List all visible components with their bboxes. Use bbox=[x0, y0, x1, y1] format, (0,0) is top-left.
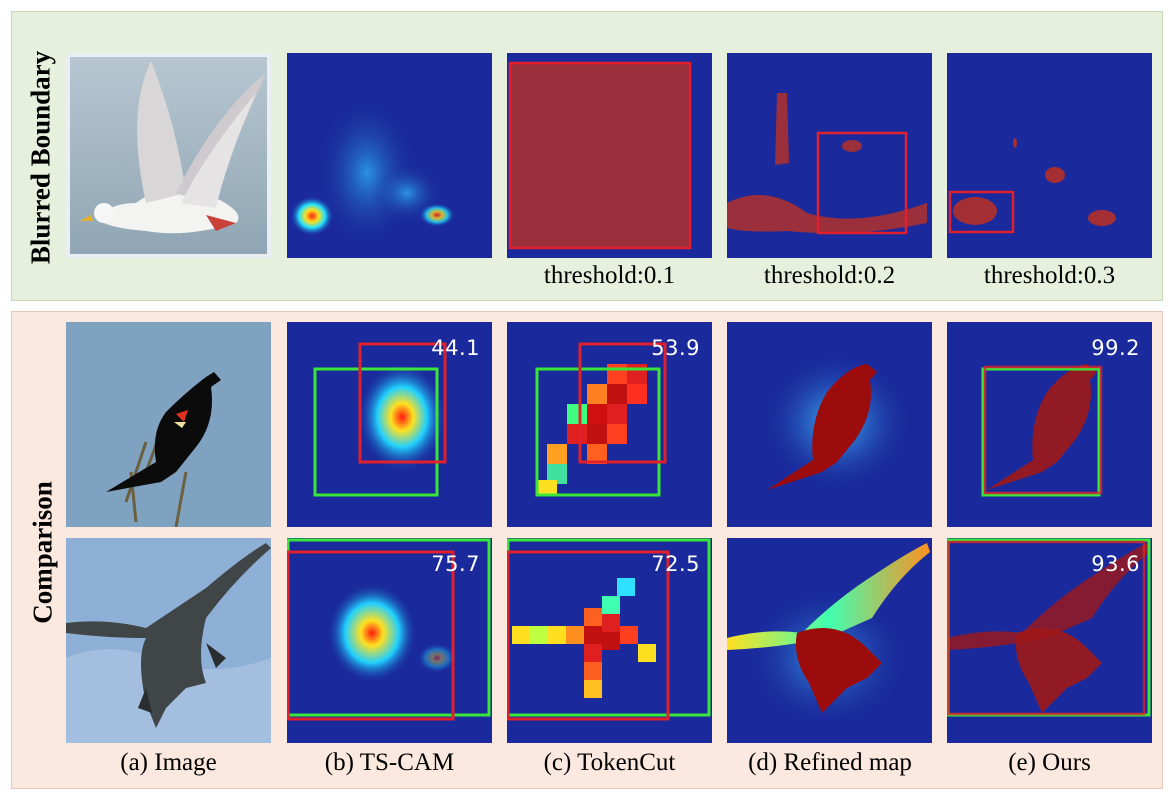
ts-cam-heatmap-top bbox=[287, 53, 492, 258]
blackbird-image bbox=[66, 322, 271, 527]
tokencut-map-row1: 53.9 bbox=[507, 322, 712, 527]
seagull-image bbox=[66, 53, 271, 258]
comparison-label: Comparison bbox=[27, 481, 58, 624]
caption-tokencut: (c) TokenCut bbox=[543, 749, 676, 776]
threshold-0-1-map bbox=[507, 53, 712, 258]
blurred-boundary-label: Blurred Boundary bbox=[25, 50, 56, 265]
score-ours-row1: 99.2 bbox=[1091, 336, 1140, 360]
refined-map-row2 bbox=[727, 538, 932, 743]
caption-ts-cam: (b) TS-CAM bbox=[324, 749, 455, 776]
score-ours-row2: 93.6 bbox=[1091, 552, 1140, 576]
threshold-0-3-map bbox=[947, 53, 1152, 258]
score-tokencut-row1: 53.9 bbox=[651, 336, 700, 360]
albatross-image bbox=[66, 538, 271, 743]
threshold-caption-1: threshold:0.1 bbox=[543, 262, 676, 289]
caption-ours: (e) Ours bbox=[1008, 749, 1091, 776]
ours-map-row1: 99.2 bbox=[947, 322, 1152, 527]
refined-map-row1 bbox=[727, 322, 932, 527]
caption-refined-map: (d) Refined map bbox=[748, 749, 912, 776]
threshold-0-2-map bbox=[727, 53, 932, 258]
ts-cam-heatmap-row1: 44.1 bbox=[287, 322, 492, 527]
threshold-caption-3: threshold:0.3 bbox=[983, 262, 1116, 289]
score-ts-cam-row2: 75.7 bbox=[431, 552, 480, 576]
tokencut-map-row2: 72.5 bbox=[507, 538, 712, 743]
ours-map-row2: 93.6 bbox=[947, 538, 1152, 743]
score-ts-cam-row1: 44.1 bbox=[431, 336, 480, 360]
ts-cam-heatmap-row2: 75.7 bbox=[287, 538, 492, 743]
threshold-caption-2: threshold:0.2 bbox=[763, 262, 896, 289]
score-tokencut-row2: 72.5 bbox=[651, 552, 700, 576]
caption-image: (a) Image bbox=[120, 749, 217, 776]
